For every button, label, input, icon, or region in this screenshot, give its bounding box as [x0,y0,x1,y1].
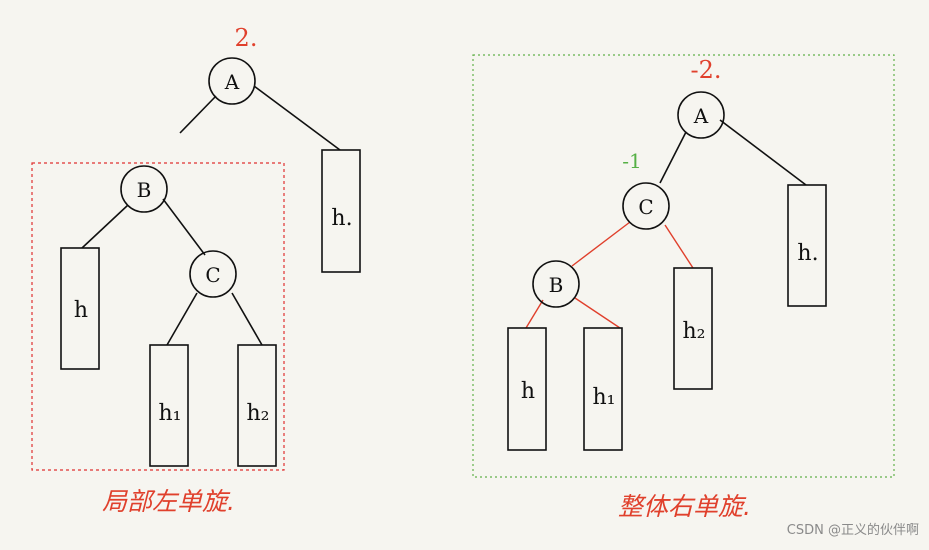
edge-a-c [659,131,687,184]
right-edges-red [525,221,694,329]
edge-b-left [81,204,129,249]
edge-a-right [253,85,341,151]
left-subtree-c-left-label: h₁ [159,401,182,426]
right-subtree-b-left: h [507,327,547,451]
right-edges-black [659,119,807,186]
edge-a-left [179,95,217,134]
right-subtree-b-right-label: h₁ [593,385,616,410]
left-subtree-c-right-label: h₂ [247,401,270,426]
edge-c-left [166,292,198,346]
right-caption: 整体右单旋. [618,492,751,521]
edge-c-right [231,292,263,346]
right-figure: A -2. C -1 B h. h₂ h h₁ 整体右单旋. [472,54,895,521]
left-subtree-right-label: h. [331,206,352,231]
left-subtree-right: h. [321,149,361,273]
right-node-c-label: C [638,195,653,219]
left-node-a: A [208,57,256,105]
right-balance-factor: -2. [690,56,721,84]
edge-a-right [719,119,807,186]
right-subtree-b-right: h₁ [583,327,623,451]
left-subtree-b-left: h [60,247,100,370]
csdn-watermark: CSDN @正义的伙伴啊 [786,523,919,538]
edge-b-left [525,299,544,329]
right-subtree-c-right-label: h₂ [683,319,706,344]
left-subtree-c-left: h₁ [149,344,189,467]
left-subtree-b-left-label: h [74,298,88,323]
right-node-a-label: A [693,104,709,128]
right-subtree-right: h. [787,184,827,307]
right-node-a: A [677,91,725,139]
left-local-box [31,162,285,471]
right-node-b-label: B [549,273,564,297]
left-caption: 局部左单旋. [102,487,235,516]
edge-b-right [574,297,621,329]
left-node-c: C [189,250,237,298]
left-figure: A 2. B C h. h h₁ h₂ 局部左单旋. [31,24,361,516]
right-subtree-c-right: h₂ [673,267,713,390]
right-subtree-right-label: h. [797,241,818,266]
left-node-a-label: A [224,70,240,94]
right-node-c-factor: -1 [622,149,641,173]
edge-c-right [664,224,694,269]
left-edges [81,85,341,346]
right-node-b: B [532,260,580,308]
left-balance-factor: 2. [235,24,258,52]
left-node-b-label: B [137,178,152,202]
left-node-c-label: C [205,263,220,287]
edge-b-c [162,198,206,256]
right-node-c: C [622,182,670,230]
left-node-b: B [120,165,168,213]
right-subtree-b-left-label: h [521,379,535,404]
edge-c-b [571,221,631,267]
left-subtree-c-right: h₂ [237,344,277,467]
right-overall-box [472,54,895,478]
